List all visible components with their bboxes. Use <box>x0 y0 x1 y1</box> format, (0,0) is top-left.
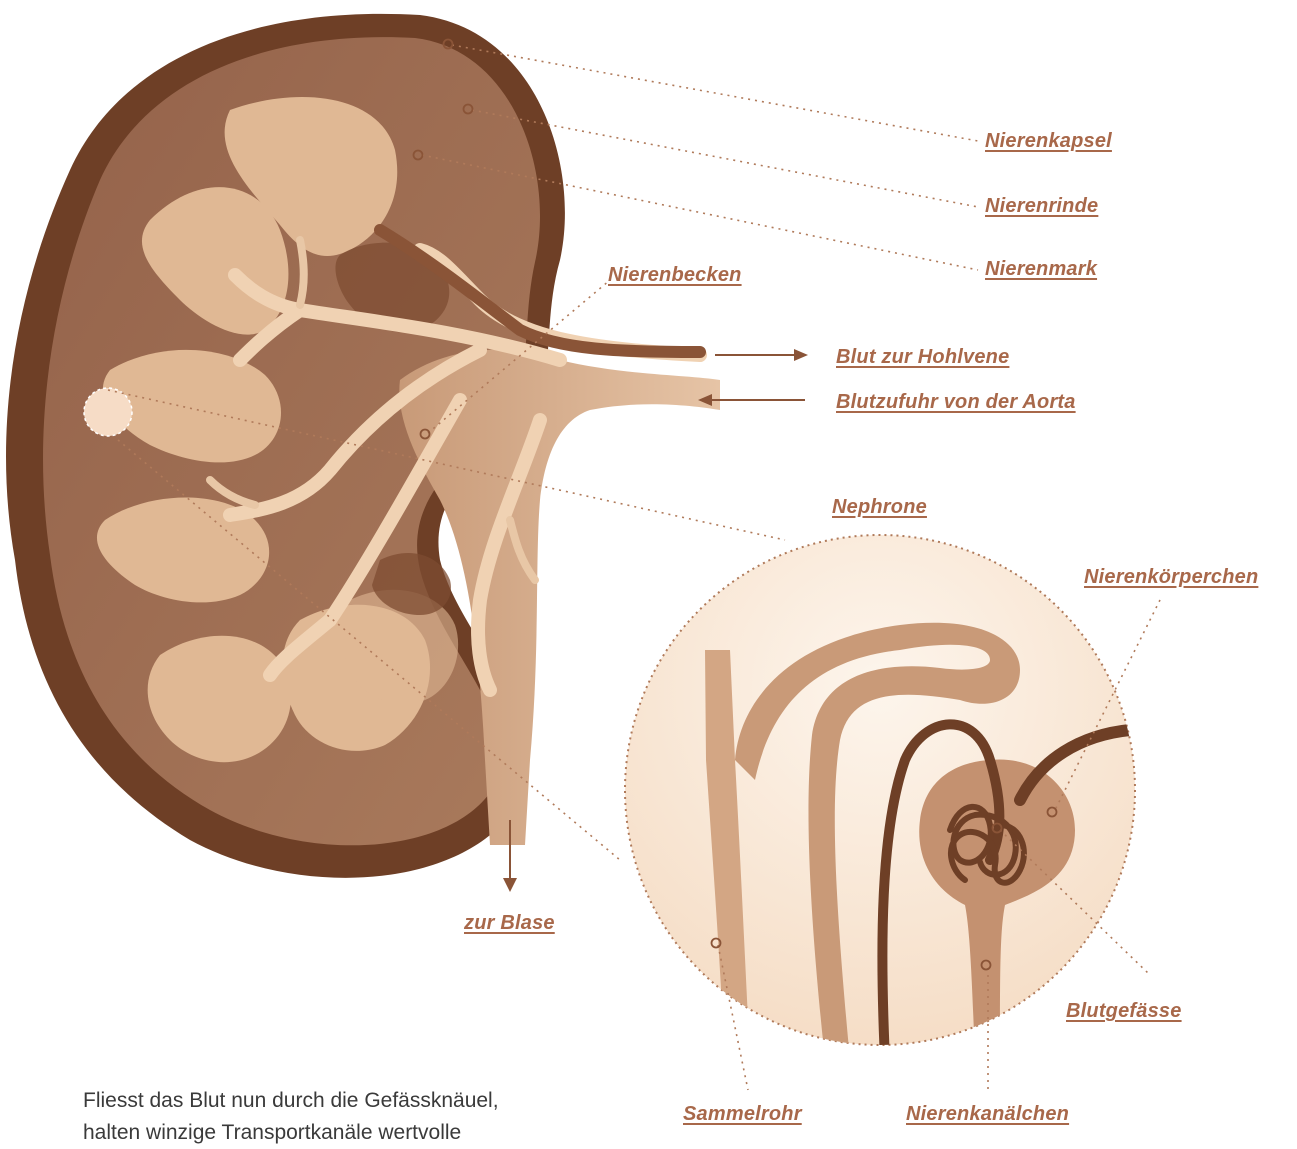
label-blut-hohlvene: Blut zur Hohlvene <box>836 346 1009 369</box>
nephron-magnification <box>625 535 1135 1060</box>
caption-line-1: Fliesst das Blut nun durch die Gefässknä… <box>83 1085 603 1117</box>
label-nephrone: Nephrone <box>832 496 927 519</box>
label-nierenkoerperchen: Nierenkörperchen <box>1084 566 1258 589</box>
label-blutzufuhr-aorta: Blutzufuhr von der Aorta <box>836 391 1076 414</box>
label-sammelrohr: Sammelrohr <box>683 1103 802 1126</box>
label-nierenmark: Nierenmark <box>985 258 1097 281</box>
label-nierenbecken: Nierenbecken <box>608 264 742 287</box>
label-nierenkanaelchen: Nierenkanälchen <box>906 1103 1069 1126</box>
label-blutgefaesse: Blutgefässe <box>1066 1000 1182 1023</box>
label-nierenkapsel: Nierenkapsel <box>985 130 1112 153</box>
caption-text: Fliesst das Blut nun durch die Gefässknä… <box>83 1085 603 1149</box>
label-nierenrinde: Nierenrinde <box>985 195 1098 218</box>
label-zur-blase: zur Blase <box>464 912 555 935</box>
caption-line-2: halten winzige Transportkanäle wertvolle <box>83 1117 603 1149</box>
nephron-spot <box>84 388 132 436</box>
